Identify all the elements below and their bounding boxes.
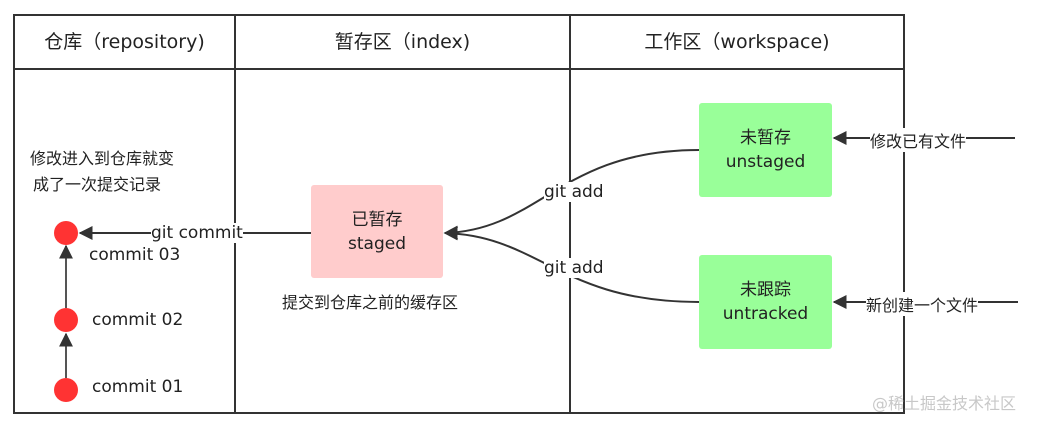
column-divider-1 xyxy=(234,14,236,414)
repository-note: 修改进入到仓库就变 成了一次提交记录 xyxy=(30,146,174,198)
commit-01-label: commit 01 xyxy=(92,377,184,397)
untracked-node-subtitle: untracked xyxy=(722,304,809,324)
repository-note-line-1: 修改进入到仓库就变 xyxy=(30,149,175,168)
commit-03-label: commit 03 xyxy=(89,245,181,265)
header-divider xyxy=(13,68,905,70)
unstaged-node: 未暂存 unstaged xyxy=(699,103,832,197)
commit-02-label: commit 02 xyxy=(92,310,184,330)
untracked-node: 未跟踪 untracked xyxy=(699,255,832,349)
create-new-file-label: 新创建一个文件 xyxy=(866,292,979,316)
untracked-node-title: 未跟踪 xyxy=(740,280,791,300)
repository-column-header: 仓库（repository) xyxy=(44,31,205,53)
git-add-label-bottom: git add xyxy=(544,258,604,278)
git-add-label-top: git add xyxy=(544,182,604,202)
index-note: 提交到仓库之前的缓存区 xyxy=(282,293,459,312)
staged-node: 已暂存 staged xyxy=(311,185,443,278)
modify-existing-file-label: 修改已有文件 xyxy=(870,128,967,152)
commit-02-dot xyxy=(54,308,78,332)
repository-note-line-2: 成了一次提交记录 xyxy=(33,175,162,194)
commit-03-dot xyxy=(54,221,78,245)
index-column-header: 暂存区（index) xyxy=(334,31,471,53)
unstaged-node-subtitle: unstaged xyxy=(725,152,806,172)
workspace-column-header: 工作区（workspace) xyxy=(644,31,830,53)
git-commit-label: git commit xyxy=(151,223,243,243)
staged-node-subtitle: staged xyxy=(348,233,406,254)
unstaged-node-title: 未暂存 xyxy=(740,128,791,148)
column-divider-2 xyxy=(569,14,571,414)
commit-01-dot xyxy=(54,378,78,402)
diagram-frame xyxy=(13,14,905,414)
watermark: @稀土掘金技术社区 xyxy=(872,394,1017,413)
staged-node-title: 已暂存 xyxy=(351,209,403,230)
